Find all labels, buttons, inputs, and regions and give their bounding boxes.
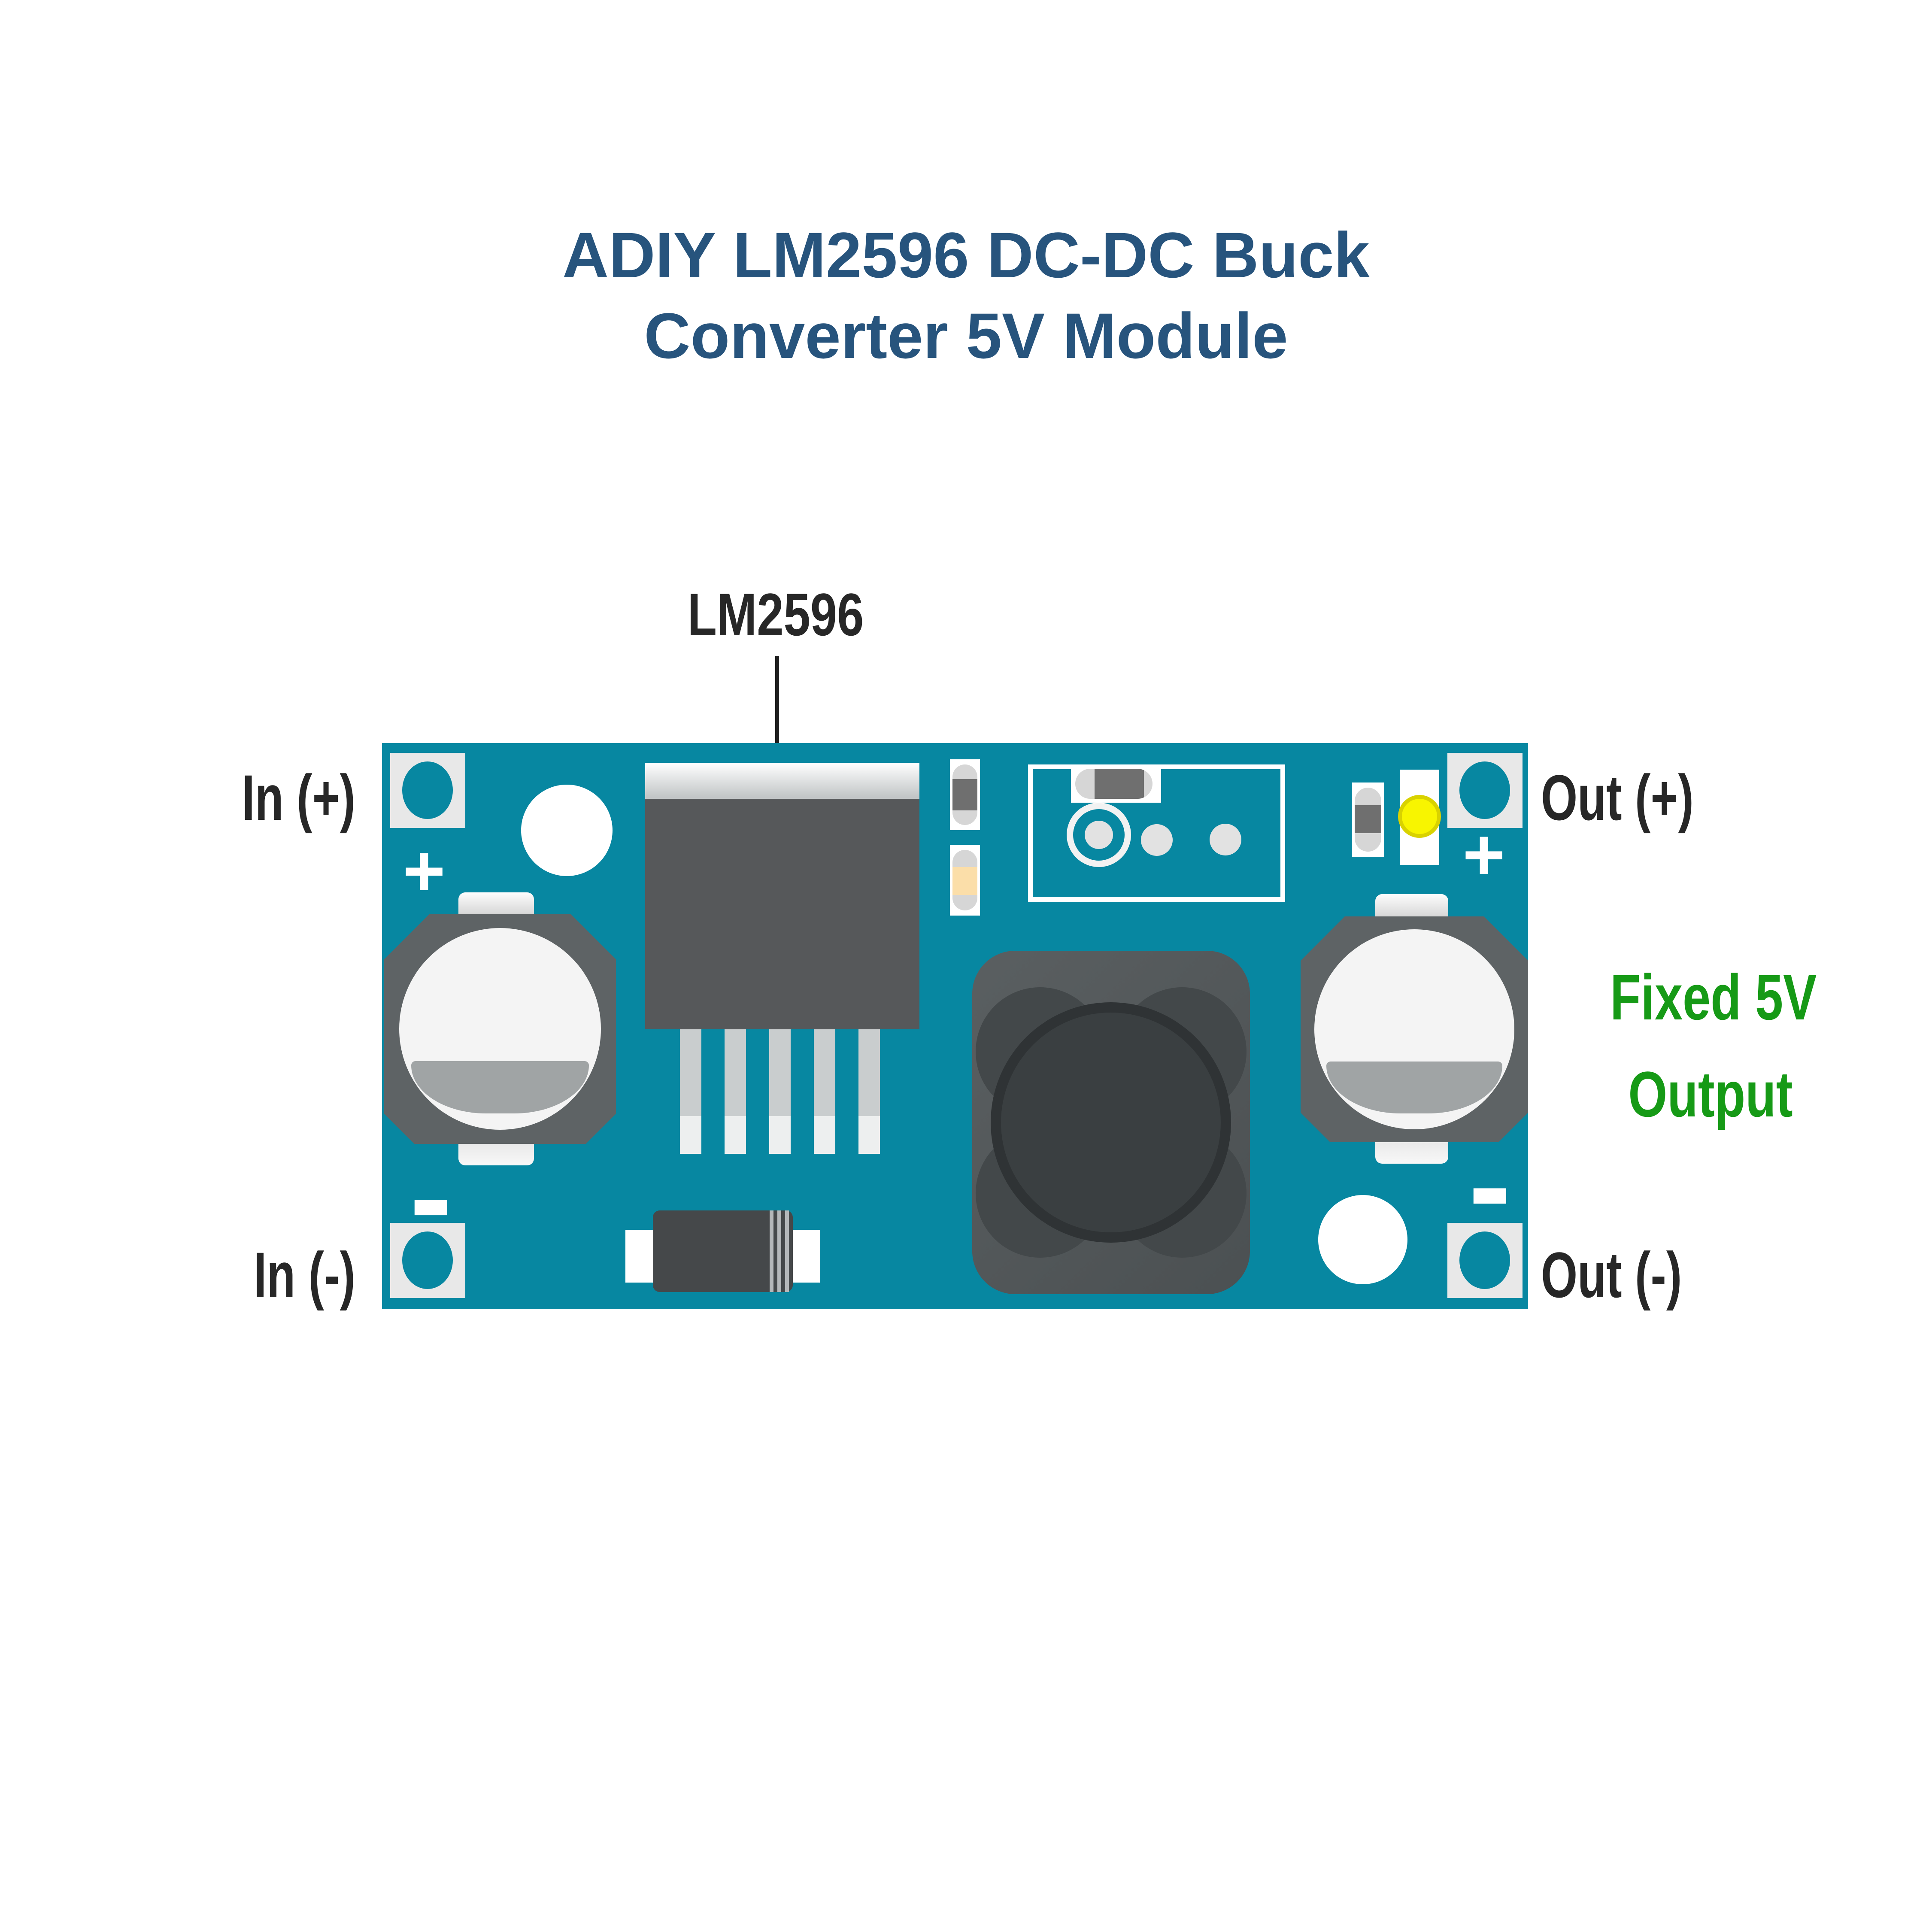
- label-in-minus: In (-): [253, 1239, 355, 1311]
- input-capacitor-marking: [411, 1061, 589, 1114]
- smd-resistor-top: [1071, 765, 1161, 803]
- smd-resistor-led: [1352, 783, 1384, 857]
- output-note-line2: Output: [1628, 1058, 1793, 1130]
- input-capacitor: [399, 928, 601, 1130]
- page-title-line2: Converter 5V Module: [644, 300, 1288, 372]
- pad-in-plus-hole: [402, 761, 453, 819]
- output-capacitor: [1314, 929, 1514, 1129]
- diode-terminal-right: [793, 1230, 820, 1283]
- output-capacitor-tab-bottom: [1375, 1141, 1448, 1164]
- diode-stripe-1: [770, 1210, 773, 1292]
- mounting-hole-bottom-right: [1318, 1195, 1407, 1284]
- input-capacitor-tab-bottom: [458, 1144, 534, 1165]
- feedback-via-pad: [1085, 821, 1113, 849]
- mounting-hole-top-left: [521, 785, 613, 876]
- label-out-plus: Out (+): [1541, 761, 1694, 834]
- lm2596-pin-5-tip: [858, 1116, 880, 1154]
- page-title-line1: ADIY LM2596 DC-DC Buck: [562, 219, 1370, 291]
- smd-resistor-top-body: [1075, 769, 1153, 799]
- label-in-plus: In (+): [242, 761, 355, 834]
- diode: [653, 1210, 793, 1292]
- lm2596-pin-4: [814, 1029, 835, 1154]
- smd-capacitor-mid: [950, 845, 980, 916]
- output-capacitor-marking: [1326, 1061, 1503, 1113]
- output-note: Fixed 5V Output: [1610, 949, 1817, 1143]
- silkscreen-plus-out: +: [1462, 814, 1505, 896]
- pad-out-minus: [1447, 1223, 1523, 1298]
- inductor-core: [991, 1002, 1231, 1243]
- pad-out-plus-hole: [1459, 761, 1510, 819]
- power-led: [1398, 795, 1441, 838]
- smd-capacitor-mid-band: [952, 867, 977, 895]
- diode-terminal-left: [625, 1230, 653, 1283]
- pad-out-plus: [1447, 753, 1523, 828]
- silkscreen-minus-in: -: [409, 1124, 452, 1268]
- lm2596-pin-1-tip: [680, 1116, 701, 1154]
- lm2596-pin-5: [858, 1029, 880, 1154]
- lm2596-pin-2: [725, 1029, 746, 1154]
- smd-resistor-top-band: [1095, 769, 1144, 799]
- input-capacitor-tab-top: [458, 892, 534, 915]
- label-out-minus: Out (-): [1541, 1239, 1682, 1311]
- lm2596-pin-3-tip: [769, 1116, 791, 1154]
- lm2596-ic: [645, 763, 919, 1029]
- diode-stripe-3: [785, 1210, 789, 1292]
- pad-in-plus: [390, 753, 465, 828]
- chip-label: LM2596: [687, 581, 864, 648]
- pad-in-minus-hole: [402, 1231, 453, 1289]
- pcb-board: + + - -: [382, 743, 1528, 1309]
- smd-resistor-led-band: [1355, 805, 1381, 833]
- lm2596-pin-4-tip: [814, 1116, 835, 1154]
- diode-stripe-2: [777, 1210, 781, 1292]
- output-note-line1: Fixed 5V: [1610, 961, 1817, 1033]
- lm2596-ic-heatsink-stripe: [645, 763, 919, 799]
- solder-pad-2: [1210, 824, 1241, 855]
- smd-resistor-led-body: [1355, 788, 1381, 852]
- output-capacitor-tab-top: [1375, 894, 1448, 917]
- lm2596-pin-3: [769, 1029, 791, 1154]
- pad-out-minus-hole: [1459, 1231, 1510, 1289]
- page-title: ADIY LM2596 DC-DC Buck Converter 5V Modu…: [0, 215, 1932, 376]
- smd-resistor-mid-band: [952, 779, 977, 810]
- silkscreen-plus-in: +: [403, 830, 446, 912]
- smd-resistor-mid-body: [952, 764, 977, 825]
- smd-resistor-mid: [950, 759, 980, 830]
- solder-pad-1: [1141, 824, 1173, 856]
- lm2596-pin-1: [680, 1029, 701, 1154]
- smd-capacitor-mid-body: [952, 850, 977, 910]
- pad-in-minus: [390, 1223, 465, 1298]
- lm2596-pin-2-tip: [725, 1116, 746, 1154]
